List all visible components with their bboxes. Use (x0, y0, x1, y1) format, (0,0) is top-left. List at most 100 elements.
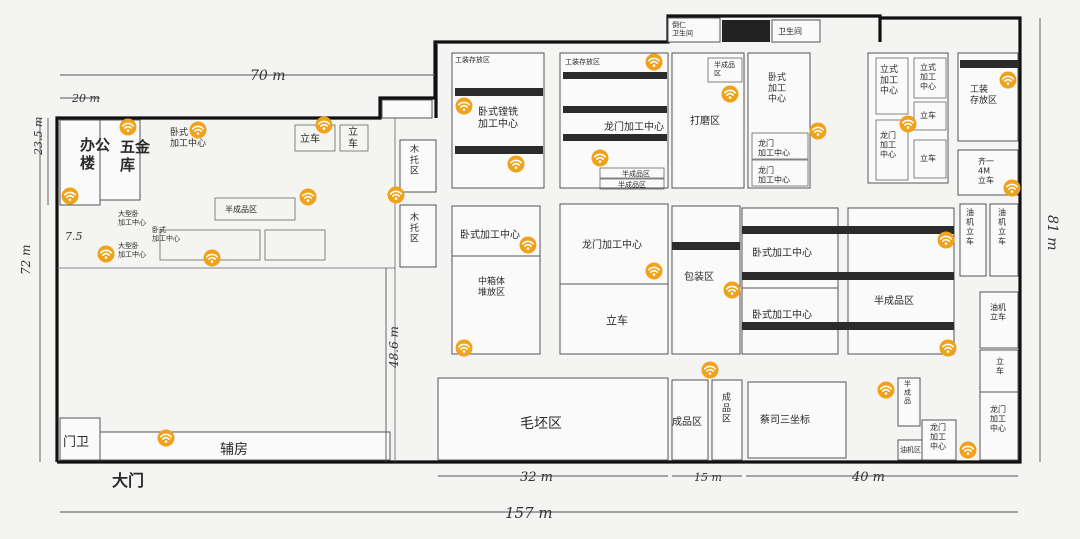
label-r5b: 立式加工中心 (920, 62, 936, 91)
left-semi-box (214, 197, 296, 221)
label-left-semi: 半成品区 (225, 204, 257, 214)
dim-label-72: 72 m (19, 245, 33, 275)
room-packing (671, 205, 741, 355)
left-lathe-box-2 (339, 124, 369, 152)
label-m7b: 立车 (996, 356, 1004, 376)
sub-box (875, 57, 909, 115)
wifi-icon (701, 361, 719, 379)
label-guard: 门卫 (63, 435, 89, 450)
label-m4: 卧式加工中心 (752, 246, 812, 259)
wifi-icon (645, 262, 663, 280)
wifi-icon (455, 97, 473, 115)
label-restroom-1: 倒仁卫生间 (672, 20, 693, 37)
sub-box (875, 119, 909, 181)
band (563, 106, 667, 113)
label-r6: 工装存放区 (970, 83, 997, 106)
room-oil-lathe-3 (979, 291, 1019, 349)
wifi-icon (721, 85, 739, 103)
dim-label-23: 23.5 m (32, 117, 45, 156)
band (742, 322, 954, 330)
sub-box (913, 57, 947, 99)
label-b7: 油机区 (900, 445, 921, 454)
label-b6: 龙门加工中心 (930, 422, 946, 451)
wifi-icon (959, 441, 977, 459)
label-left-small-b: 大型卧加工中心 (118, 241, 146, 258)
wifi-icon (203, 249, 221, 267)
stair-box (722, 20, 770, 42)
label-left-lathe: 立车 (300, 132, 320, 145)
label-b6b: 龙门加工中心 (990, 404, 1006, 433)
label-r4c: 龙门加工中心 (758, 165, 790, 185)
wifi-icon (157, 429, 175, 447)
wood-pallet-area-2 (399, 204, 437, 268)
dim-label-157: 157 m (505, 504, 553, 522)
room-gantry-right (979, 391, 1019, 461)
wifi-icon (387, 186, 405, 204)
wifi-icon (899, 115, 917, 133)
label-r1: 卧式镗铣加工中心 (478, 105, 518, 130)
wifi-icon (455, 339, 473, 357)
label-m7: 油机立车 (990, 302, 1006, 322)
band (742, 226, 954, 234)
sub-box (913, 101, 947, 131)
label-left-horiz-2: 卧式加工中心 (152, 225, 180, 242)
wifi-icon (315, 116, 333, 134)
label-left-horiz: 卧式加工中心 (170, 126, 206, 149)
sub-box (599, 167, 665, 179)
sub-box (751, 159, 809, 187)
label-r4b: 龙门加工中心 (758, 138, 790, 158)
left-lathe-box (294, 124, 336, 152)
label-m6b: 油机立车 (998, 207, 1006, 246)
band (455, 146, 543, 154)
label-restroom-2: 卫生间 (778, 26, 802, 36)
label-r5c: 立车 (920, 110, 936, 120)
label-r5: 立式加工中心 (880, 63, 898, 97)
dim-label-20: 20 m (71, 92, 100, 105)
label-m5: 半成品区 (874, 294, 914, 307)
label-m1: 卧式加工中心 (460, 228, 520, 241)
dim-label-32: 32 m (520, 470, 553, 485)
label-b5: 半成品 (904, 379, 911, 405)
room-horizontal-m4b (741, 287, 839, 355)
label-r5d: 龙门加工中心 (880, 130, 896, 159)
band (742, 272, 954, 280)
label-b1: 毛坯区 (520, 416, 562, 432)
room-housing-storage (451, 255, 541, 355)
wifi-icon (809, 122, 827, 140)
annex-room (99, 431, 391, 461)
room-oil-lathe-2 (989, 203, 1019, 277)
label-r5e: 立车 (920, 153, 936, 163)
band (563, 72, 667, 79)
room-finished-2 (711, 379, 743, 461)
label-left-lathe-2: 立车 (348, 125, 358, 150)
sub-box (707, 57, 743, 83)
restroom-box-2 (771, 19, 821, 43)
room-lathe-mid (559, 283, 669, 355)
wifi-icon (519, 236, 537, 254)
room-cmm (747, 381, 847, 459)
dim-label-81: 81 m (1044, 215, 1060, 251)
wifi-icon (507, 155, 525, 173)
dim-label-7: 7.5 (65, 230, 83, 243)
label-left-small-a: 大型卧加工中心 (118, 209, 146, 226)
room-oil-lathe-1 (959, 203, 987, 277)
wifi-icon (939, 339, 957, 357)
wifi-icon (723, 281, 741, 299)
wifi-icon (61, 187, 79, 205)
label-r1-tag: 工装存放区 (455, 55, 490, 64)
band (455, 88, 543, 96)
room-semi-small (897, 377, 921, 427)
label-r2: 龙门加工中心 (604, 120, 664, 133)
wifi-icon (97, 245, 115, 263)
band (563, 134, 667, 141)
label-r2-tag1: 半成品区 (622, 169, 650, 178)
left-machine-row-2 (264, 229, 326, 261)
wifi-icon (1003, 179, 1021, 197)
label-m4b: 卧式加工中心 (752, 308, 812, 321)
room-finished-1 (671, 379, 709, 461)
label-gate: 大门 (112, 471, 144, 490)
dim-label-48: 48.6 m (387, 326, 401, 369)
sub-box (751, 132, 809, 160)
